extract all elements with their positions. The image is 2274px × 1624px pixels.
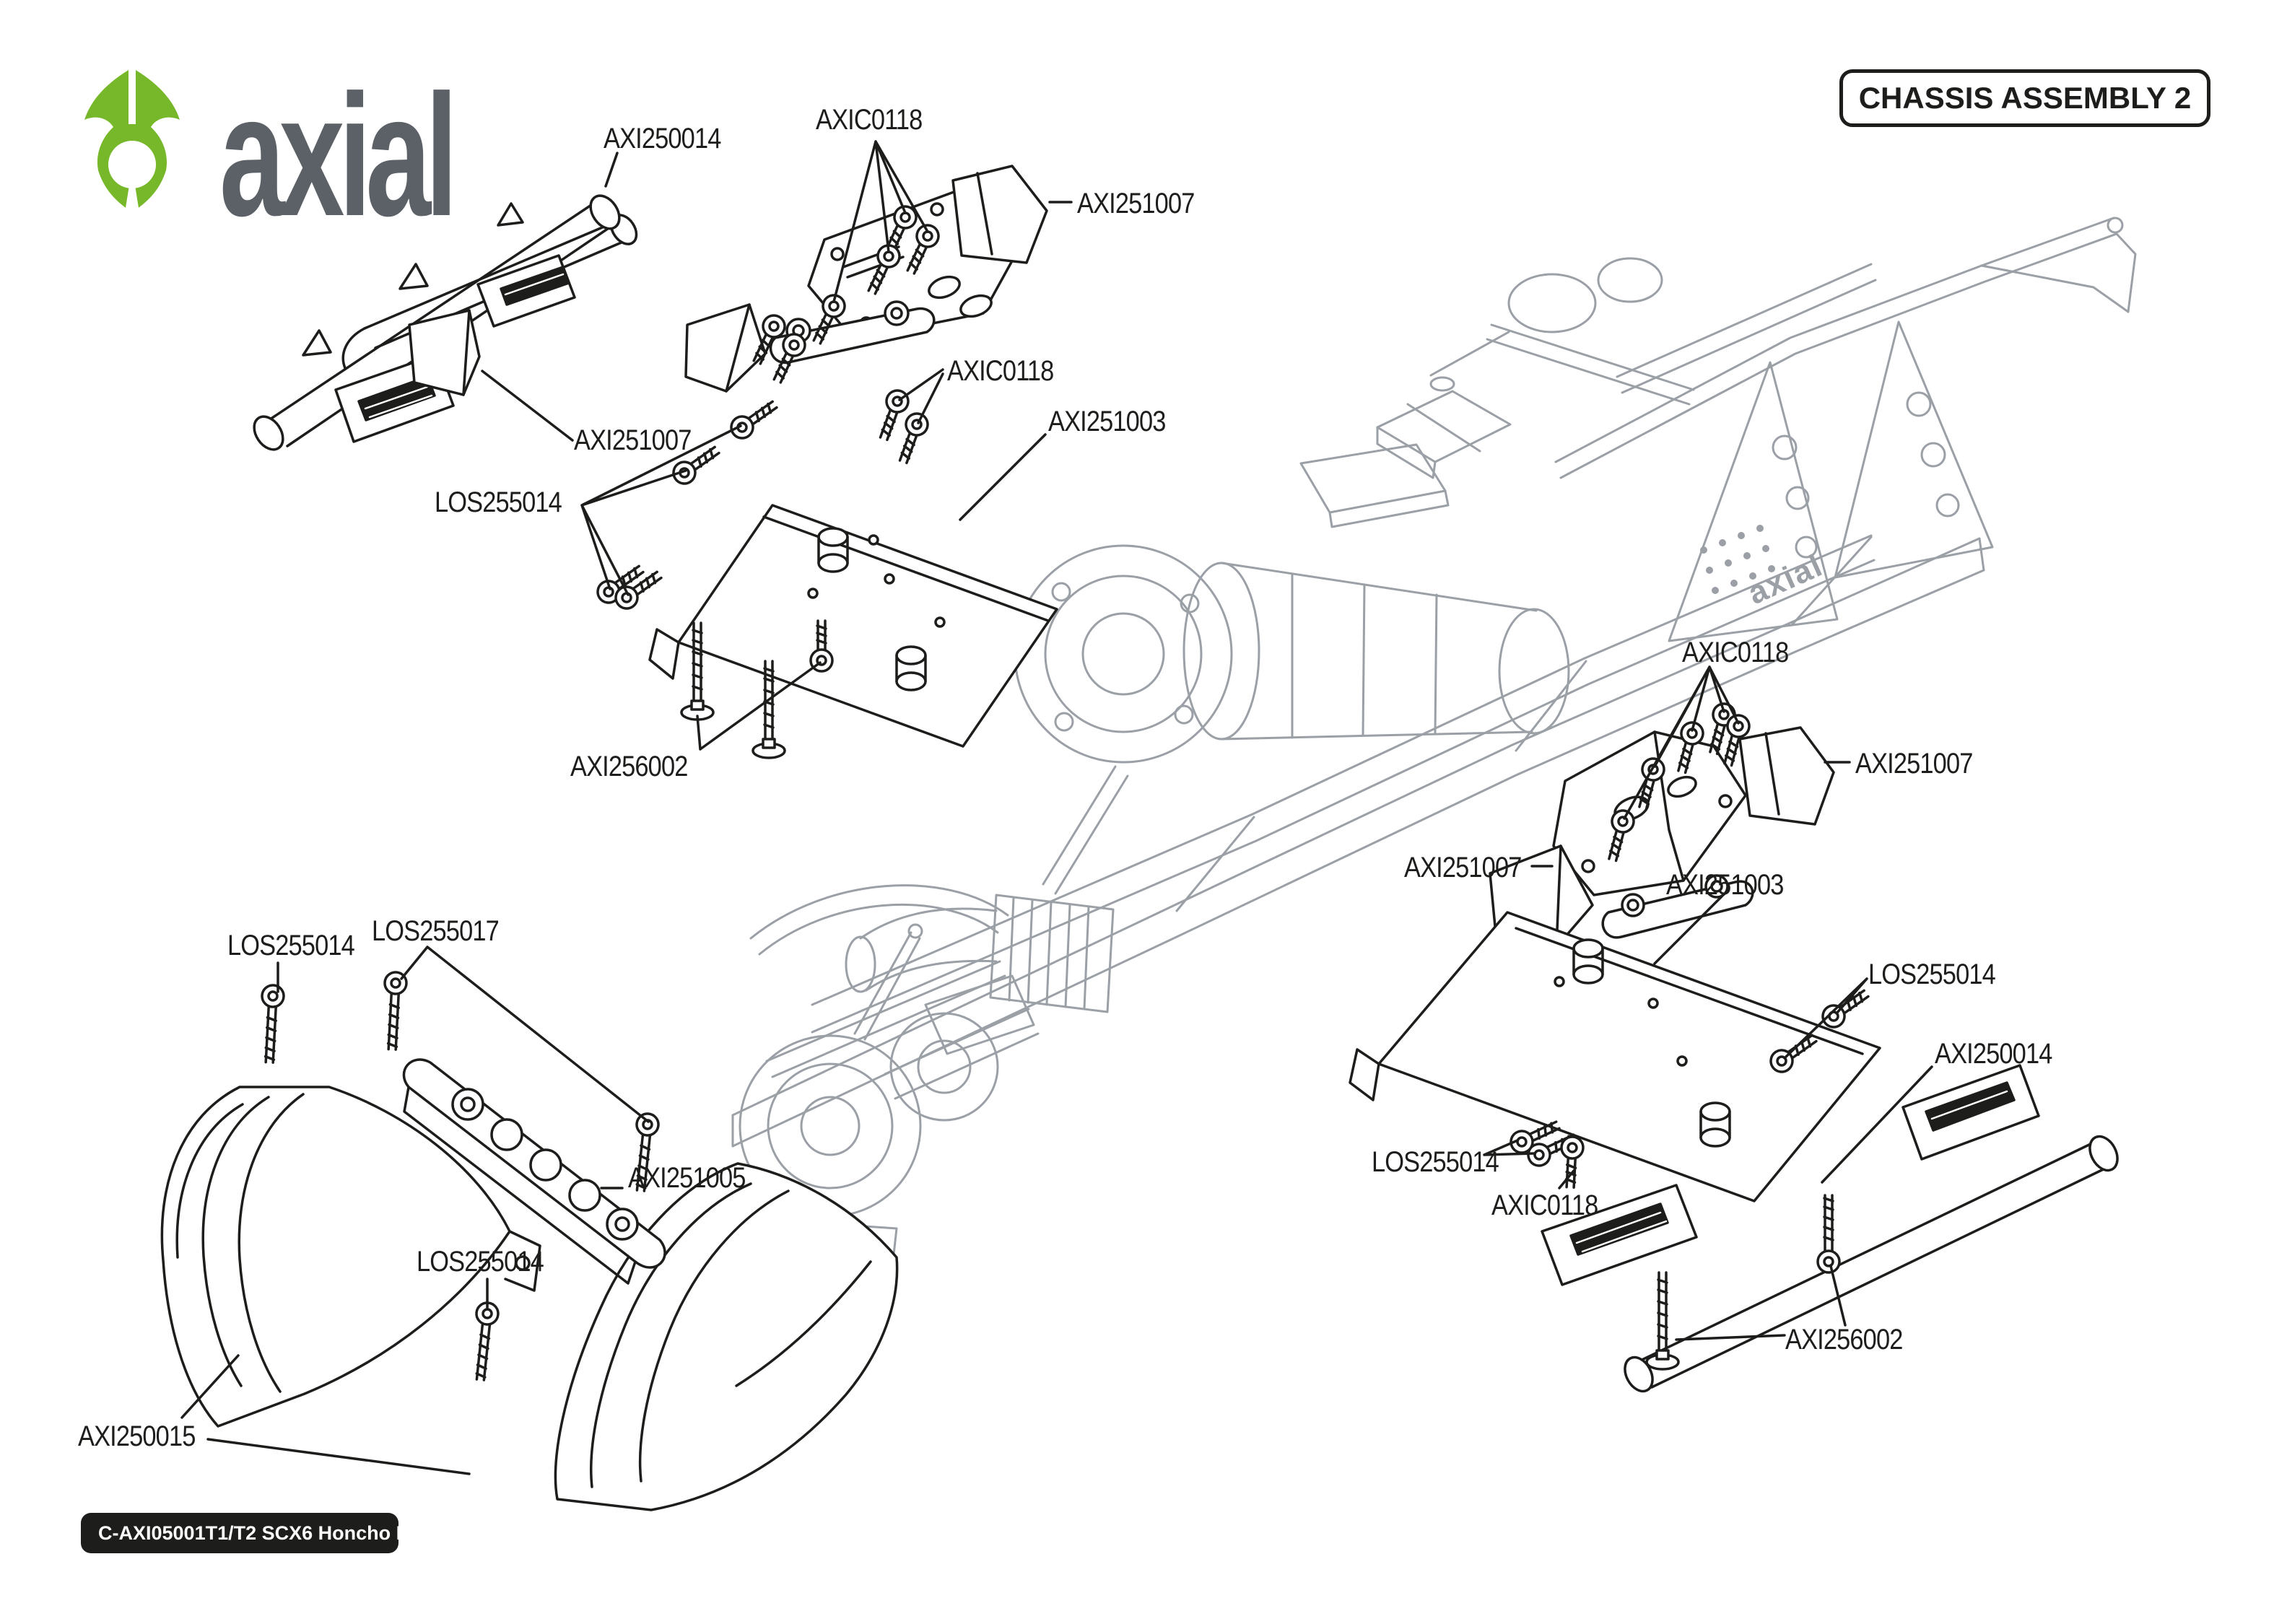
part-label-axi251007-a: AXI251007 — [1077, 188, 1195, 219]
part-label-los255014-b: LOS255014 — [227, 930, 355, 961]
part-label-axi251007-c: AXI251007 — [1855, 748, 1973, 780]
part-rock-slider-right — [1541, 1064, 2119, 1393]
part-label-axi250015: AXI250015 — [78, 1420, 196, 1452]
axial-logo-mark-icon — [84, 66, 180, 212]
axial-logo-wordmark: axial — [219, 59, 458, 253]
part-label-axi251003-a: AXI251003 — [1048, 406, 1166, 437]
exploded-parts-art — [160, 140, 2119, 1511]
page-title: CHASSIS ASSEMBLY 2 — [1858, 81, 2192, 115]
part-mount-right — [1489, 726, 1835, 948]
part-label-axi251007-b: AXI251007 — [574, 424, 692, 456]
model-code-text: C-AXI05001T1/T2 SCX6 Honcho RTR — [98, 1522, 437, 1544]
part-label-axi256002-a: AXI256002 — [570, 751, 688, 782]
part-label-axic0118-a: AXIC0118 — [816, 104, 923, 136]
part-label-axi256002-b: AXI256002 — [1785, 1324, 1903, 1355]
part-label-los255017: LOS255017 — [372, 915, 500, 947]
part-cover-1 — [951, 165, 1048, 264]
brand-logo: axial — [78, 59, 554, 253]
part-label-los255014-c: LOS255014 — [417, 1246, 544, 1278]
part-label-axi251003-b: AXI251003 — [1666, 869, 1784, 901]
part-skid-plate-2 — [1349, 911, 1881, 1202]
leader-lines — [180, 140, 1933, 1475]
frame-engraving-text: axial — [1743, 547, 1828, 611]
part-label-axic0118-b: AXIC0118 — [947, 355, 1054, 387]
part-label-axic0118-c: AXIC0118 — [1682, 637, 1789, 668]
axial-logo-text: axial — [219, 66, 452, 225]
axial-logo-art: axial — [84, 59, 458, 253]
part-fender-left — [160, 1086, 541, 1428]
part-label-axi251005: AXI251005 — [628, 1162, 746, 1194]
part-label-los255014-d: LOS255014 — [1868, 959, 1996, 990]
part-label-axi250014-b: AXI250014 — [1935, 1038, 2052, 1070]
part-label-axic0118-d: AXIC0118 — [1491, 1189, 1598, 1221]
part-cover-2 — [408, 309, 481, 396]
model-code-badge: C-AXI05001T1/T2 SCX6 Honcho RTR — [81, 1513, 436, 1553]
page-title-box: CHASSIS ASSEMBLY 2 — [1839, 69, 2210, 127]
part-label-axi251007-d: AXI251007 — [1404, 852, 1522, 883]
part-label-los255014-e: LOS255014 — [1372, 1146, 1499, 1178]
part-brace — [402, 1058, 666, 1285]
part-skid-plate-1 — [648, 504, 1058, 748]
part-label-los255014-a: LOS255014 — [435, 486, 562, 518]
part-label-axi250014-a: AXI250014 — [604, 123, 721, 154]
